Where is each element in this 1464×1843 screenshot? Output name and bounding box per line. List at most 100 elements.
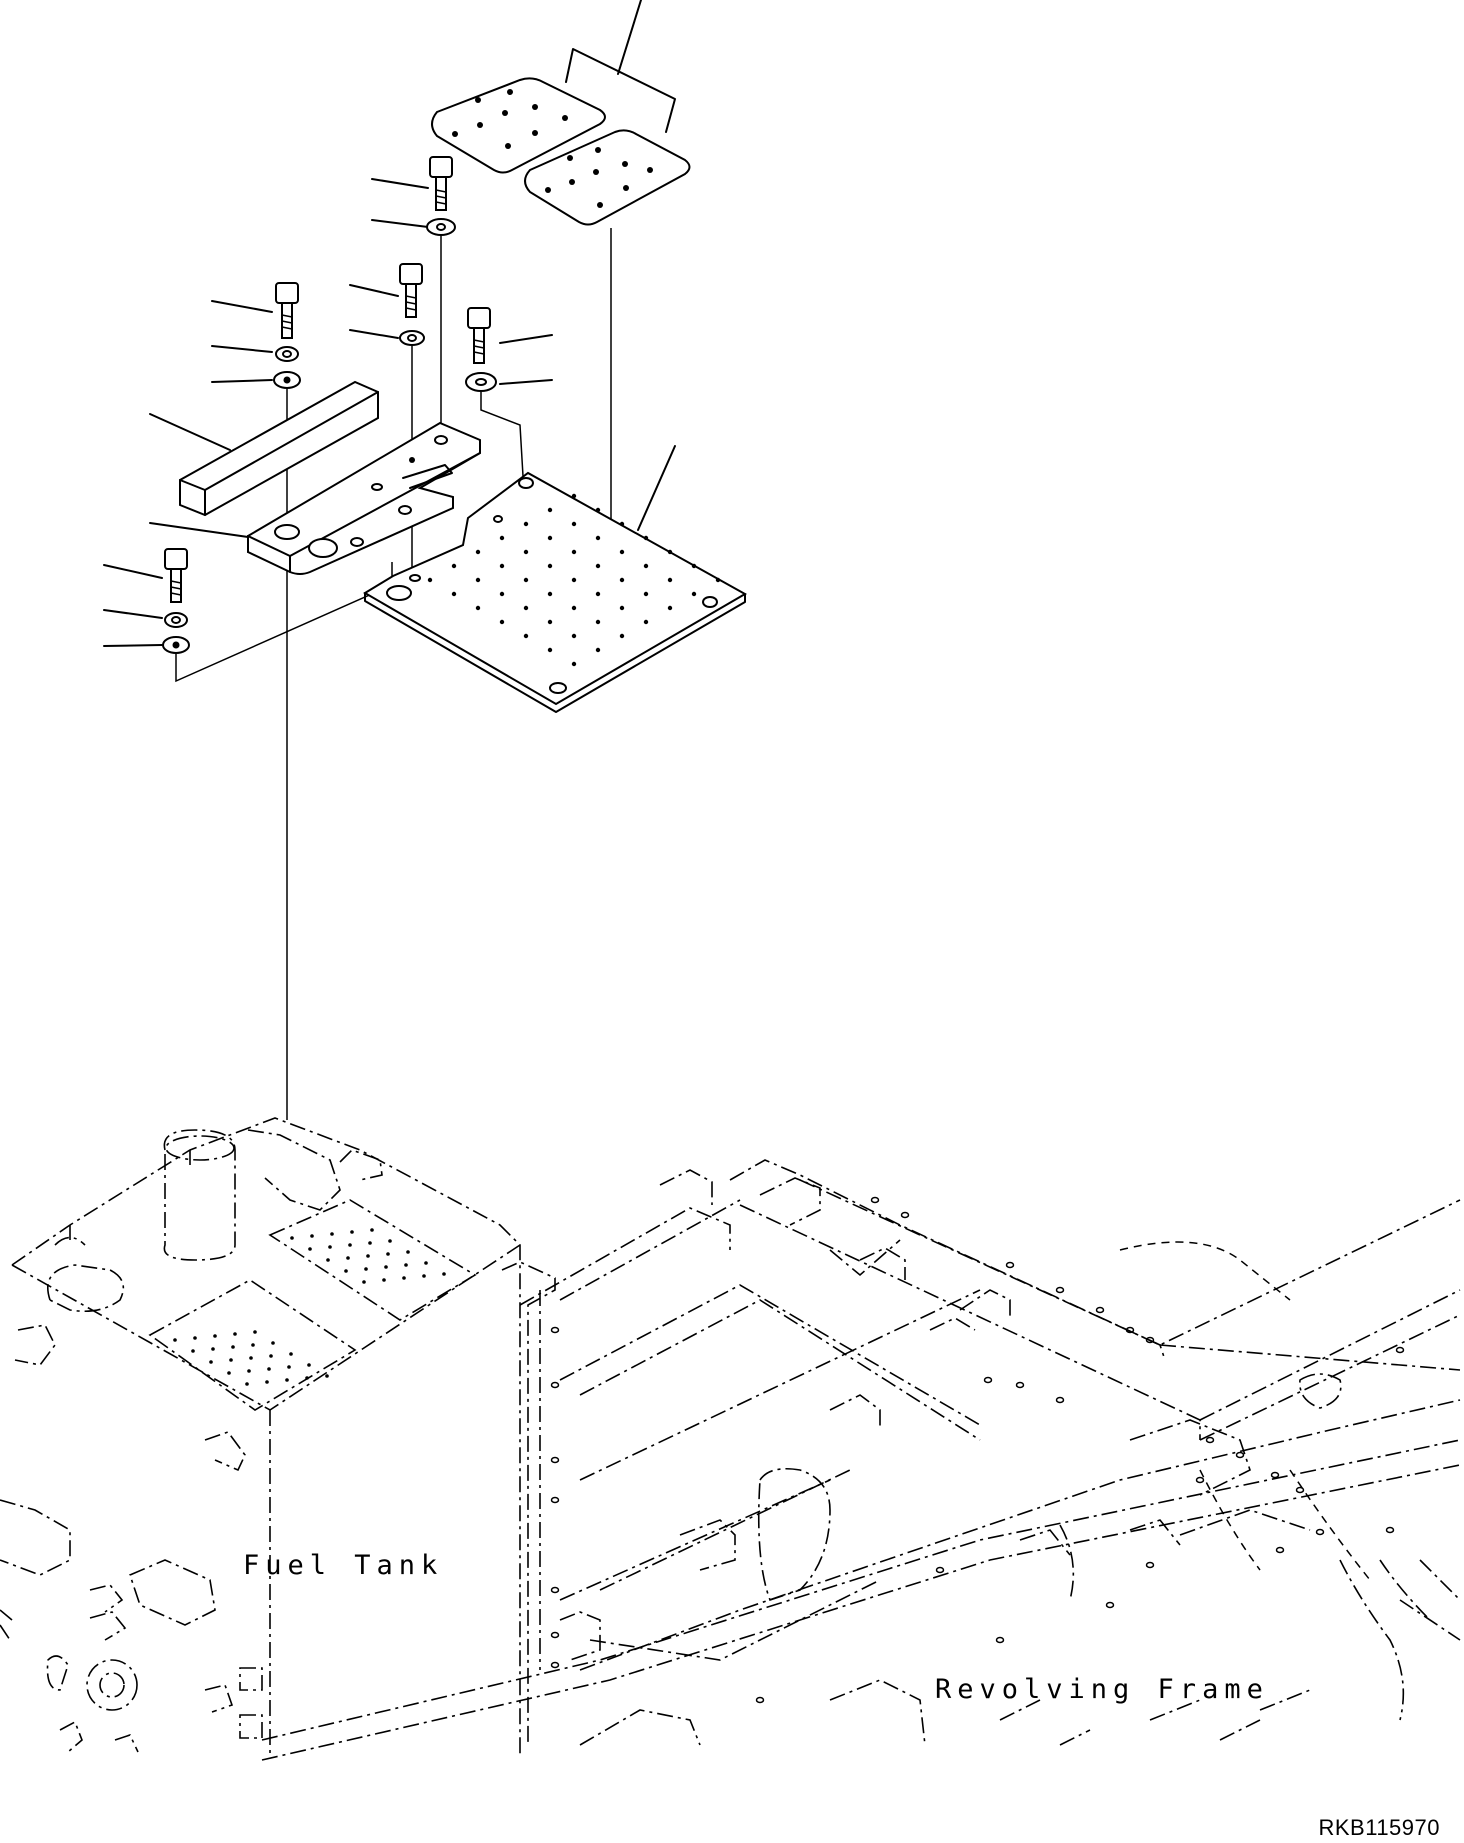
plate-hole [571,549,577,555]
tank-plate-hole [348,1243,352,1247]
tank-plate-hole [402,1276,406,1280]
plate-hole [571,605,577,611]
tank-plate-hole [191,1349,195,1353]
tank-plate-hole [330,1232,334,1236]
tank-plate-hole [307,1363,311,1367]
floor-plate [173,445,748,1386]
washer-3a [211,345,299,362]
plate-hole [619,633,625,639]
frame-hole [1055,1286,1065,1294]
plate-hole [595,563,601,569]
tank-plate-hole [233,1332,237,1336]
tank-plate-hole [388,1239,392,1243]
tank-plate-hole [209,1360,213,1364]
frame-hole [1235,1451,1245,1459]
fuel-tank-plate-1 [268,1199,477,1321]
plate-hole [595,535,601,541]
frame-holes [550,1196,1405,1704]
washer-5b [103,562,393,683]
bolt-3 [211,282,299,339]
plate-hole [667,549,673,555]
revolving-frame-outline [261,1159,1461,1761]
tank-plate-hole [247,1369,251,1373]
plate-hole [523,521,529,527]
plate-hole [643,563,649,569]
hidden-lines [1119,1241,1371,1581]
frame-hole [935,1566,945,1574]
tank-plate-hole [213,1334,217,1338]
tank-plate-hole [251,1343,255,1347]
frame-hole [550,1381,560,1389]
fuel-tank-plate-2 [148,1279,357,1411]
revolving-frame-label: Revolving Frame [935,1674,1269,1705]
plate-hole [643,619,649,625]
frame-hole [1275,1546,1285,1554]
plate-hole [523,605,529,611]
frame-hole [550,1631,560,1639]
plate-hole [547,591,553,597]
plate-hole [619,549,625,555]
tank-plate-hole [265,1380,269,1384]
step-pad-right [524,129,691,226]
frame-hole [1095,1306,1105,1314]
plate-hole [571,577,577,583]
plate-hole [595,507,601,513]
plate-hole [523,633,529,639]
tank-plate-hole [442,1272,446,1276]
plate-hole [475,549,481,555]
frame-hole [995,1636,1005,1644]
plate-hole [427,577,433,583]
tank-plate-hole [368,1241,372,1245]
frame-hole [1125,1326,1135,1334]
frame-hole [1145,1336,1155,1344]
frame-hole [1205,1436,1215,1444]
frame-hole [550,1456,560,1464]
plate-hole [691,563,697,569]
tank-plate-hole [386,1252,390,1256]
plate-hole [643,535,649,541]
drawing-code: RKB115970 [1318,1815,1440,1840]
tank-plate-hole [173,1338,177,1342]
frame-hole [550,1661,560,1669]
tank-plate-hole [249,1356,253,1360]
washer-2 [349,329,425,570]
tank-plate-hole [289,1352,293,1356]
frame-hole [550,1496,560,1504]
tank-plate-hole [364,1267,368,1271]
tank-plate-hole [308,1247,312,1251]
washer-1 [371,218,456,440]
frame-hole [1055,1396,1065,1404]
plate-hole [595,619,601,625]
step-pad-group [431,0,691,628]
frame-hole [983,1376,993,1384]
plate-hole [571,521,577,527]
plate-hole [619,577,625,583]
plate-hole [691,591,697,597]
frame-hole [1270,1471,1280,1479]
tank-plate-hole [227,1371,231,1375]
plate-hole [643,591,649,597]
frame-hole [1315,1528,1325,1536]
plate-hole [499,563,505,569]
tank-plate-hole [285,1378,289,1382]
bolt-1 [371,156,453,211]
step-pad-left [431,77,606,174]
tank-plate-hole [269,1354,273,1358]
tank-plate-hole [370,1228,374,1232]
plate-hole [571,633,577,639]
plate-hole [475,577,481,583]
plate-hole [667,605,673,611]
tank-plate-hole [271,1341,275,1345]
plate-hole [619,521,625,527]
tank-plate-hole [350,1230,354,1234]
tank-plate-hole [424,1261,428,1265]
plate-hole [523,577,529,583]
tank-plate-hole [362,1280,366,1284]
tank-plate-hole [310,1234,314,1238]
plate-hole [475,605,481,611]
mounting-bracket [149,421,481,575]
plate-hole [547,619,553,625]
plate-hole [619,605,625,611]
bolt-4 [467,307,553,364]
